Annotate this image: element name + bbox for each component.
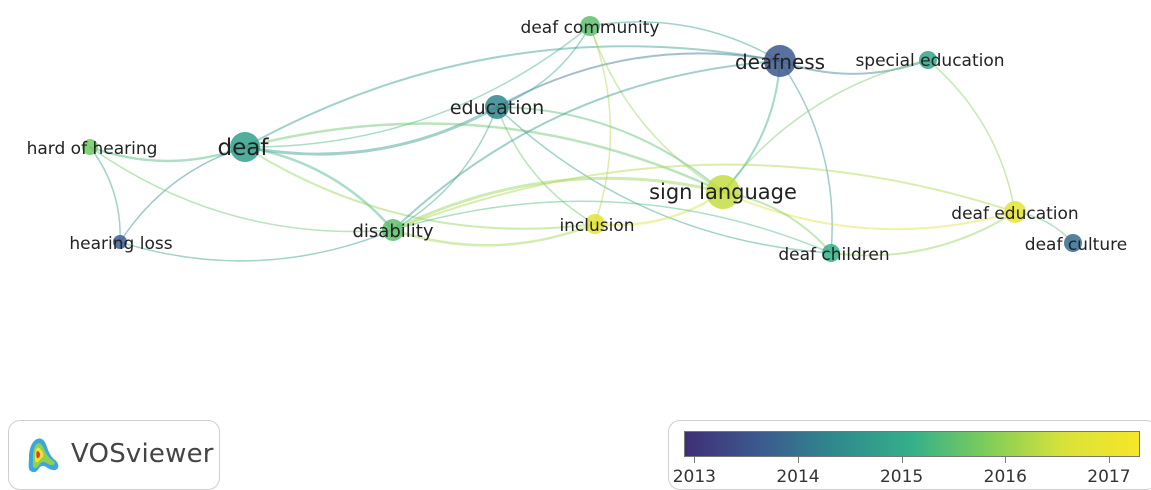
node-label-deaf-community[interactable]: deaf community: [521, 18, 660, 38]
link-deafness-disability: [392, 60, 781, 231]
link-deaf_community-deafness: [589, 21, 781, 62]
link-hard_of_hearing-disability: [89, 146, 394, 233]
legend-tick-2015: [901, 457, 903, 463]
link-deaf-hard_of_hearing: [88, 145, 247, 163]
node-label-disability[interactable]: disability: [353, 221, 434, 242]
node-inclusion[interactable]: [585, 214, 605, 234]
link-special_education-deaf_education: [927, 59, 1016, 213]
legend-color-bar: [684, 431, 1140, 457]
link-hearing_loss-disability: [119, 229, 394, 262]
link-deaf-sign_language: [243, 122, 725, 194]
node-hard-of-hearing[interactable]: [82, 139, 98, 155]
link-deaf_community-sign_language: [589, 25, 724, 193]
node-deaf-culture[interactable]: [1064, 234, 1082, 252]
node-label-sign-language[interactable]: sign language: [649, 180, 797, 204]
link-deafness-sign_language: [722, 60, 781, 193]
link-education-deaf_children: [496, 106, 832, 254]
node-label-hearing-loss[interactable]: hearing loss: [69, 234, 172, 254]
node-deaf-children[interactable]: [822, 244, 840, 262]
node-label-deaf[interactable]: deaf: [218, 135, 270, 161]
year-color-legend: 2013 2014 2015 2016 2017: [668, 420, 1151, 490]
link-education-disability: [392, 106, 498, 231]
link-deaf-hearing_loss: [119, 146, 246, 243]
node-label-education[interactable]: education: [450, 97, 544, 119]
legend-tick-2014: [798, 457, 799, 463]
link-deaf-inclusion: [244, 146, 596, 230]
link-deaf_children-deaf_education: [830, 211, 1016, 257]
node-label-deaf-culture[interactable]: deaf culture: [1025, 235, 1127, 255]
link-education-deafness: [496, 52, 781, 108]
legend-tick-label-2015: 2015: [879, 467, 924, 487]
network-labels: deafness deaf community special education e…: [27, 18, 1128, 265]
network-links: [88, 21, 1074, 262]
link-deaf-education: [243, 105, 499, 156]
node-special-education[interactable]: [919, 51, 937, 69]
node-label-special-education[interactable]: special education: [855, 51, 1004, 71]
node-label-hard-of-hearing[interactable]: hard of hearing: [27, 139, 158, 159]
vosviewer-logo-box: VOSviewer: [8, 420, 220, 490]
network-nodes: [82, 16, 1082, 262]
node-deaf-community[interactable]: [580, 16, 600, 36]
node-deaf[interactable]: [230, 132, 260, 162]
node-deaf-education[interactable]: [1004, 201, 1026, 223]
legend-tick-label-2016: 2016: [983, 467, 1027, 487]
link-special_education-sign_language: [722, 59, 929, 193]
legend-tick-label-2013: 2013: [672, 467, 716, 487]
node-sign-language[interactable]: [706, 175, 740, 209]
node-education[interactable]: [485, 95, 509, 119]
node-label-deaf-children[interactable]: deaf children: [778, 245, 889, 265]
link-deaf-deaf_community: [244, 25, 591, 148]
link-deaf_education-disability: [392, 163, 1016, 231]
legend-tick-label-2017: 2017: [1087, 467, 1131, 487]
link-deafness-deaf_children: [779, 60, 833, 254]
link-deaf-deafness: [244, 45, 781, 148]
node-label-inclusion[interactable]: inclusion: [559, 216, 634, 236]
link-education-inclusion: [496, 106, 596, 225]
link-disability-deaf_children: [392, 200, 832, 254]
link-disability-inclusion: [391, 222, 597, 247]
legend-tick-2013: [694, 457, 696, 463]
link-sign_language-deaf_education: [722, 191, 1016, 231]
node-label-deaf-education[interactable]: deaf education: [951, 204, 1078, 224]
link-deafness-special_education: [779, 59, 929, 75]
node-label-deafness[interactable]: deafness: [735, 50, 825, 74]
link-deaf-disability: [243, 145, 395, 232]
legend-tick-2017: [1108, 457, 1110, 463]
link-education-deaf_community: [496, 25, 591, 108]
node-disability[interactable]: [382, 219, 404, 241]
link-sign_language-disability: [391, 176, 725, 232]
legend-tick-2016: [1005, 457, 1007, 463]
link-deaf_community-inclusion: [589, 25, 612, 225]
link-education-sign_language: [496, 106, 724, 193]
node-deafness[interactable]: [764, 45, 796, 77]
brand-name: VOSviewer: [71, 439, 214, 469]
legend-tick-label-2014: 2014: [776, 467, 820, 487]
vosviewer-logo-icon: [28, 438, 59, 473]
link-hard_of_hearing-hearing_loss: [89, 146, 121, 243]
node-hearing-loss[interactable]: [113, 235, 127, 249]
